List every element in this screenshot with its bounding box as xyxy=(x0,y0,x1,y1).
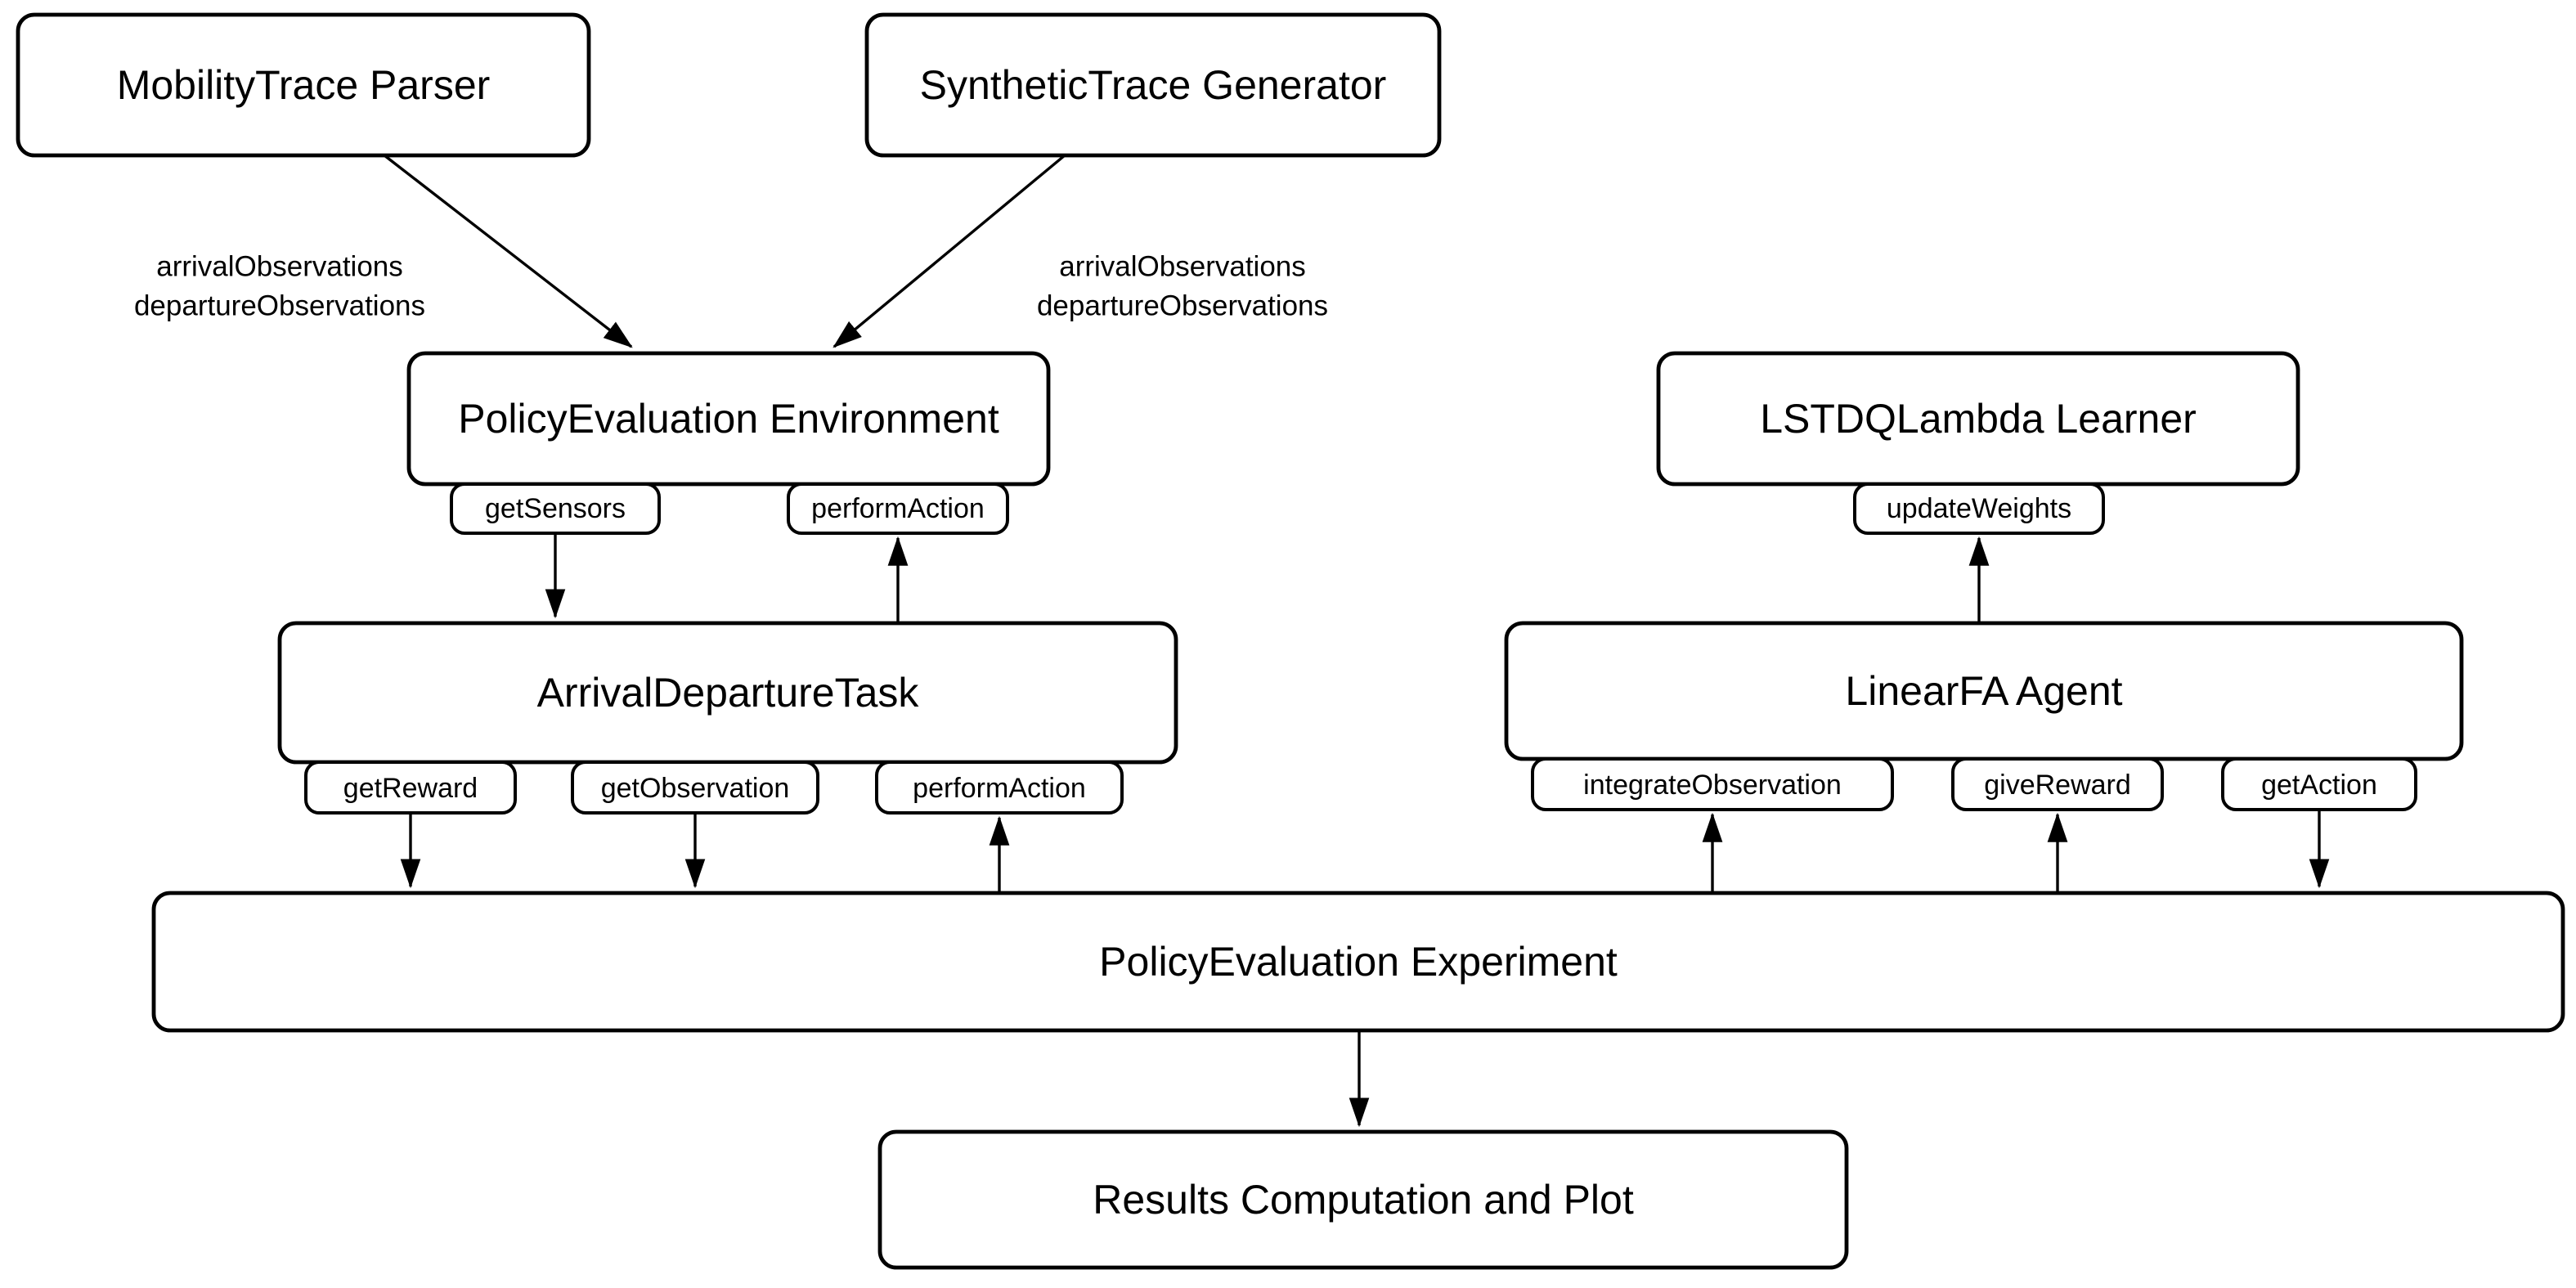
method-tab-updateweights xyxy=(1853,482,2105,535)
method-tab-getobservation xyxy=(571,761,819,815)
arrow-generator-to-environment xyxy=(832,154,1066,348)
node-label-linearfa-agent: LinearFA Agent xyxy=(1845,668,2122,714)
method-label-givereward: giveReward xyxy=(1984,770,2131,801)
node-label-results-computation-and-plot: Results Computation and Plot xyxy=(1093,1177,1634,1223)
method-label-updateweights: updateWeights xyxy=(1887,493,2071,524)
method-label-performaction-env: performAction xyxy=(811,493,985,524)
arrow-parser-to-environment xyxy=(383,154,633,348)
method-label-getobservation: getObservation xyxy=(601,773,790,804)
node-mobility-trace-parser xyxy=(16,12,591,158)
node-policy-evaluation-experiment xyxy=(151,891,2565,1033)
method-label-integrateobservation: integrateObservation xyxy=(1583,770,1842,801)
node-policy-evaluation-environment xyxy=(406,351,1051,487)
method-tab-getreward xyxy=(304,761,517,815)
node-synthetic-trace-generator xyxy=(864,12,1442,158)
node-label-policy-evaluation-experiment: PolicyEvaluation Experiment xyxy=(1099,939,1618,985)
node-label-mobility-trace-parser: MobilityTrace Parser xyxy=(117,62,491,108)
edge-label-generator-line1: arrivalObservations xyxy=(1059,251,1306,283)
edge-label-parser-line1: arrivalObservations xyxy=(156,251,403,283)
node-results-computation-and-plot xyxy=(877,1129,1849,1270)
method-label-getaction: getAction xyxy=(2261,770,2377,801)
method-label-getreward: getReward xyxy=(343,773,478,804)
edge-label-generator-line2: departureObservations xyxy=(1037,290,1328,322)
node-label-arrival-departure-task: ArrivalDepartureTask xyxy=(537,670,920,716)
method-label-getsensors: getSensors xyxy=(485,493,626,524)
node-label-synthetic-trace-generator: SyntheticTrace Generator xyxy=(920,62,1387,108)
method-tab-performaction-task xyxy=(875,761,1124,815)
node-label-policy-evaluation-environment: PolicyEvaluation Environment xyxy=(458,396,999,442)
method-tab-integrateobservation xyxy=(1531,757,1894,811)
method-tab-givereward xyxy=(1951,757,2164,811)
method-tab-getaction xyxy=(2221,757,2417,811)
method-tab-performaction-env xyxy=(787,482,1009,535)
edge-label-parser-line2: departureObservations xyxy=(134,290,425,322)
method-label-performaction-task: performAction xyxy=(913,773,1086,804)
node-label-lstdqlambda-learner: LSTDQLambda Learner xyxy=(1760,396,2197,442)
method-tab-getsensors xyxy=(450,482,661,535)
